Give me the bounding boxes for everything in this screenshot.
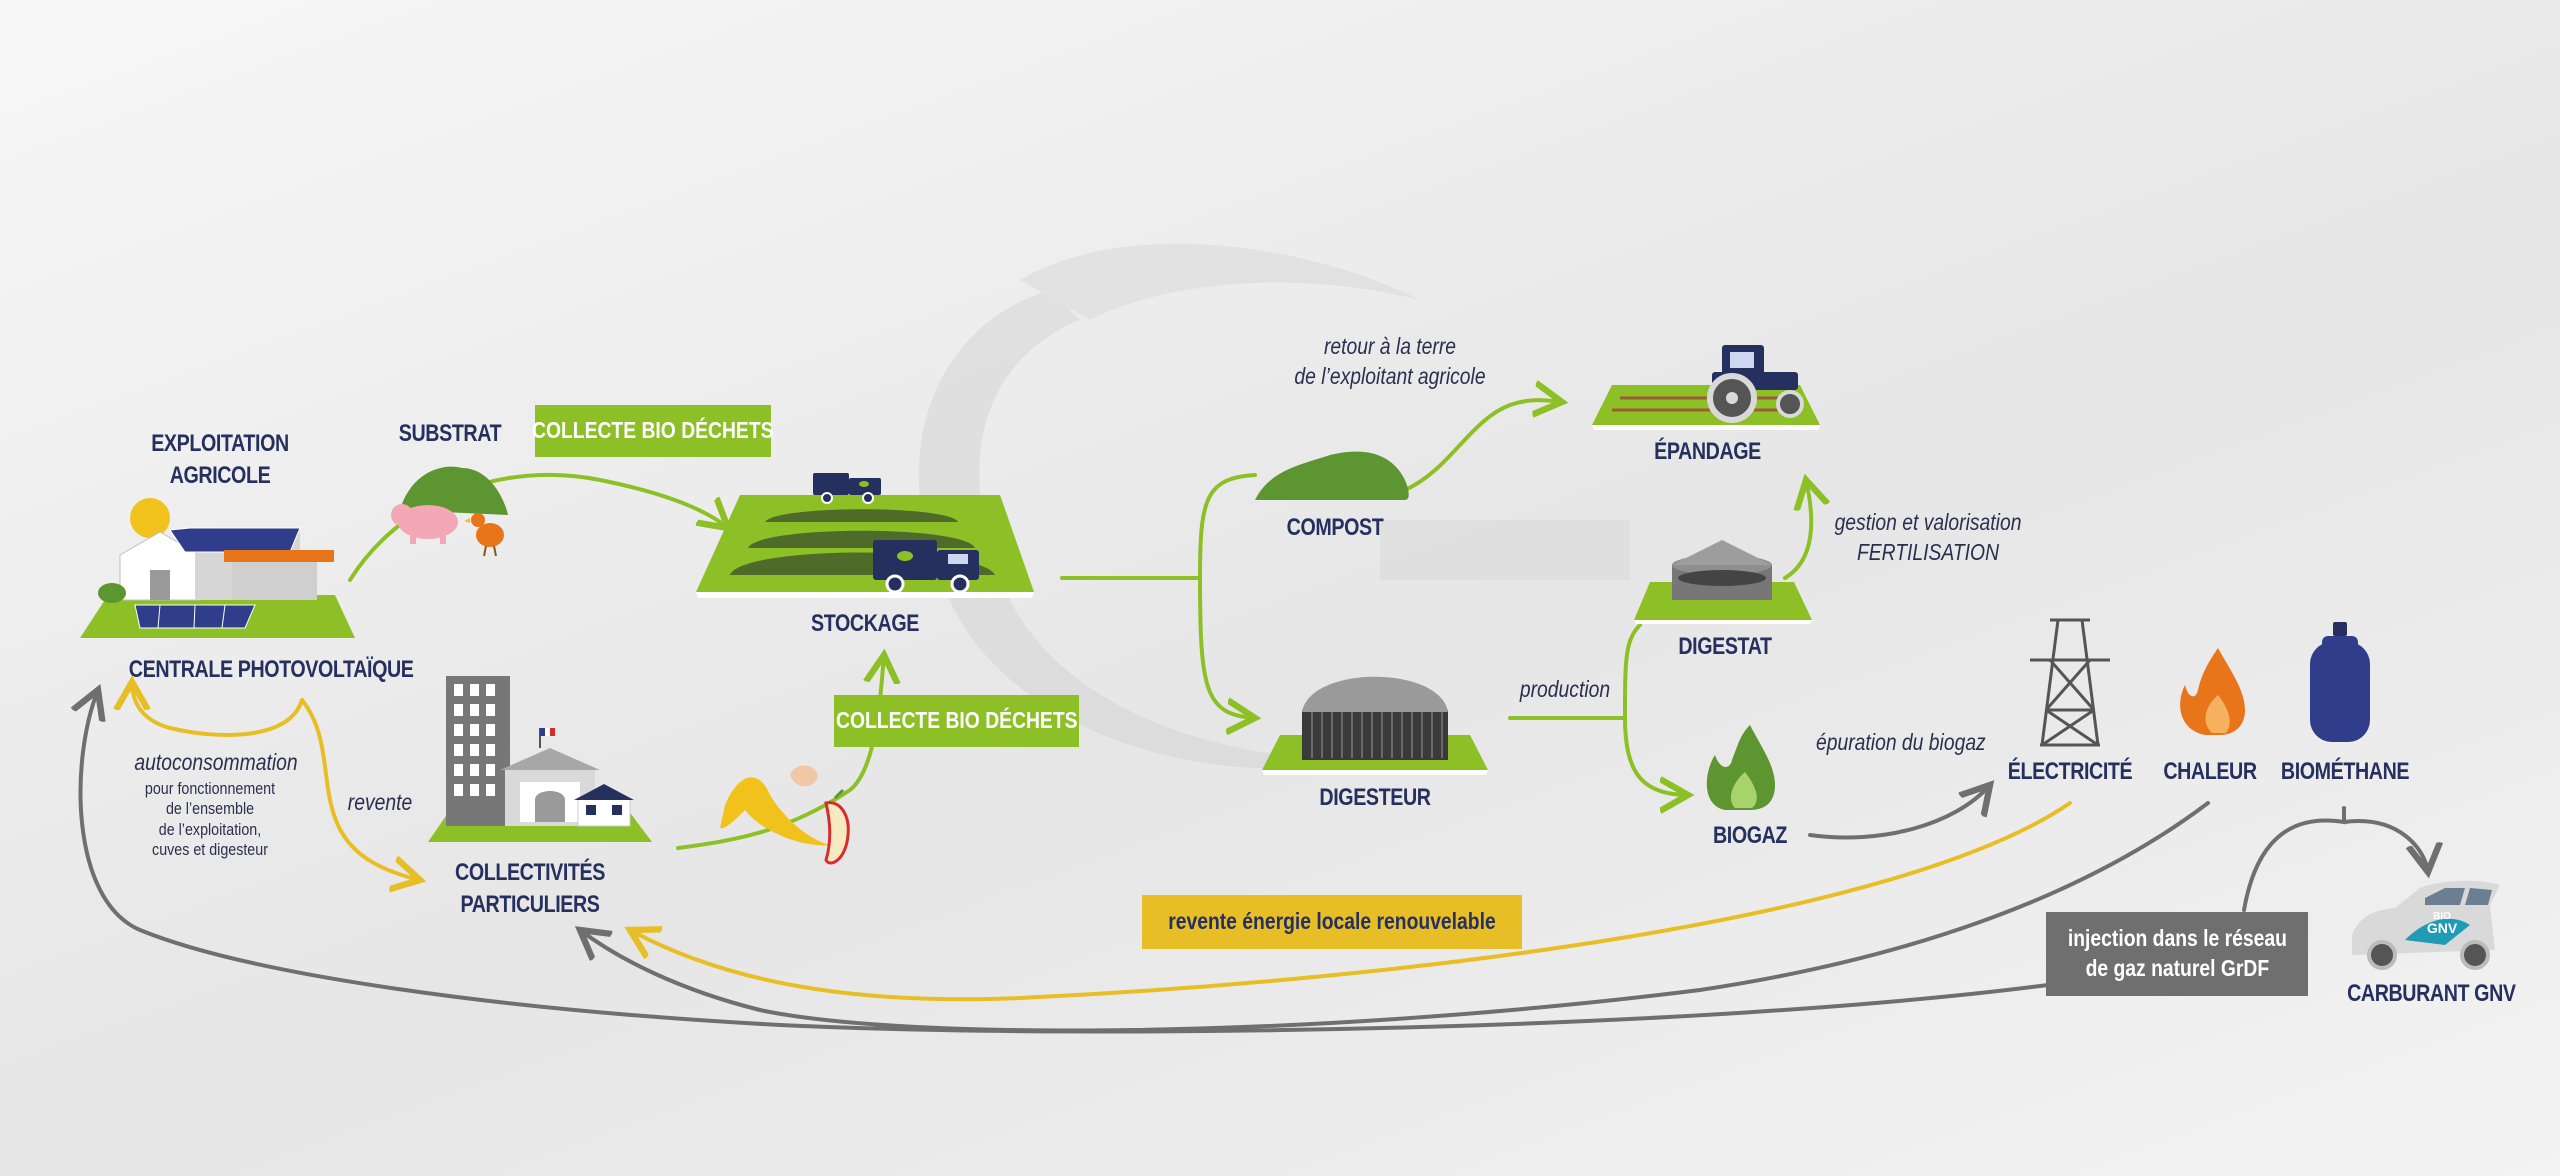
tag-collecte-bio-dechets-top: COLLECTE BIO DÉCHETS bbox=[532, 405, 774, 457]
node-exploitation: EXPLOITATION AGRICOLE bbox=[151, 430, 289, 490]
arrow-biomethane-carburant bbox=[2242, 806, 2346, 912]
arrow-to-digestat bbox=[1623, 623, 1642, 720]
annotation-gestion: gestion et valorisation FERTILISATION bbox=[1834, 509, 2022, 565]
arrow-substrat-stockage bbox=[348, 472, 728, 582]
arrow-to-compost bbox=[1198, 473, 1257, 580]
node-epandage: ÉPANDAGE bbox=[1654, 438, 1761, 465]
annotation-revente: revente bbox=[347, 789, 413, 815]
node-chaleur: CHALEUR bbox=[2163, 758, 2257, 785]
car-badge-text: BIO GNV bbox=[2427, 911, 2458, 936]
flame-icon bbox=[1706, 725, 1775, 810]
tag-collecte-1-text: COLLECTE BIO DÉCHETS bbox=[532, 417, 774, 444]
node-electricite: ÉLECTRICITÉ bbox=[2007, 758, 2133, 785]
arrow-injection-exploitation bbox=[81, 690, 2050, 1034]
digester-icon bbox=[1262, 676, 1488, 775]
tag-injection-text: injection dans le réseau de gaz naturel … bbox=[2067, 925, 2287, 981]
car-badge-line-2: GNV bbox=[2427, 920, 2458, 936]
arrow-biogaz-electricite bbox=[1808, 785, 1990, 840]
node-stockage: STOCKAGE bbox=[811, 610, 919, 637]
green-flow-arrows bbox=[348, 400, 1811, 850]
annotation-retour: retour à la terre de l’exploitant agrico… bbox=[1294, 333, 1486, 389]
pig-icon bbox=[391, 504, 458, 544]
tractor-icon bbox=[1707, 345, 1804, 423]
stockage-platform bbox=[696, 473, 1034, 598]
node-substrat: SUBSTRAT bbox=[398, 420, 502, 447]
grey-flow-arrows bbox=[81, 690, 2428, 1034]
node-biogaz: BIOGAZ bbox=[1712, 822, 1788, 849]
food-waste-icon bbox=[720, 765, 850, 865]
sun-icon bbox=[130, 498, 170, 538]
gas-bottle-icon bbox=[2310, 622, 2370, 742]
node-carburant: CARBURANT GNV bbox=[2347, 980, 2516, 1007]
farm-icon bbox=[80, 498, 355, 638]
node-digesteur: DIGESTEUR bbox=[1319, 784, 1431, 811]
truck-icon bbox=[873, 540, 979, 594]
arrow-to-carburant bbox=[2342, 819, 2428, 872]
annotation-autoconsommation: autoconsommation bbox=[134, 749, 298, 775]
epandage-platform bbox=[1592, 345, 1820, 430]
arrow-autoconsommation bbox=[132, 682, 304, 737]
building-icon bbox=[446, 676, 510, 826]
watermark-logo bbox=[918, 243, 1630, 769]
arrow-digestat-epandage bbox=[1783, 480, 1811, 580]
node-collectivites: COLLECTIVITÉS PARTICULIERS bbox=[455, 859, 605, 919]
arrow-electricite-collectivites bbox=[630, 801, 2072, 1002]
pylon-icon bbox=[2030, 618, 2110, 747]
annotation-epuration: épuration du biogaz bbox=[1816, 729, 1986, 755]
node-centrale: CENTRALE PHOTOVOLTAÏQUE bbox=[128, 656, 414, 683]
flame-icon bbox=[2180, 648, 2245, 735]
tag-revente-energie-text: revente énergie locale renouvelable bbox=[1168, 908, 1496, 935]
arrow-to-digesteur bbox=[1198, 576, 1255, 718]
yellow-flow-arrows bbox=[132, 682, 2072, 1002]
arrow-compost-epandage bbox=[1403, 400, 1562, 492]
node-biomethane: BIOMÉTHANE bbox=[2280, 758, 2410, 785]
arrow-revente bbox=[300, 698, 420, 880]
collectivites-platform bbox=[428, 676, 652, 842]
compost-icon bbox=[1255, 451, 1409, 500]
arrow-chaleur-collectivites bbox=[580, 801, 2210, 1033]
truck-icon bbox=[813, 473, 881, 504]
car-badge-line-1: BIO bbox=[2433, 911, 2451, 922]
tag-collecte-2-text: COLLECTE BIO DÉCHETS bbox=[835, 707, 1078, 734]
car-icon: BIO GNV bbox=[2352, 880, 2500, 970]
digestat-platform bbox=[1634, 540, 1812, 624]
arrow-to-biogaz bbox=[1623, 716, 1688, 795]
tag-collecte-bio-dechets-bottom: COLLECTE BIO DÉCHETS bbox=[834, 695, 1079, 747]
hen-icon bbox=[464, 513, 504, 557]
node-compost: COMPOST bbox=[1286, 514, 1384, 541]
tag-injection-grdf: injection dans le réseau de gaz naturel … bbox=[2046, 912, 2308, 996]
annotation-production: production bbox=[1519, 676, 1611, 702]
manure-heap-icon bbox=[400, 466, 508, 515]
node-digestat: DIGESTAT bbox=[1678, 633, 1772, 660]
annotation-autoconsommation-detail: pour fonctionnement de l’ensemble de l’e… bbox=[144, 779, 276, 860]
solar-panel-icon bbox=[169, 527, 301, 553]
tag-revente-energie: revente énergie locale renouvelable bbox=[1142, 895, 1522, 949]
